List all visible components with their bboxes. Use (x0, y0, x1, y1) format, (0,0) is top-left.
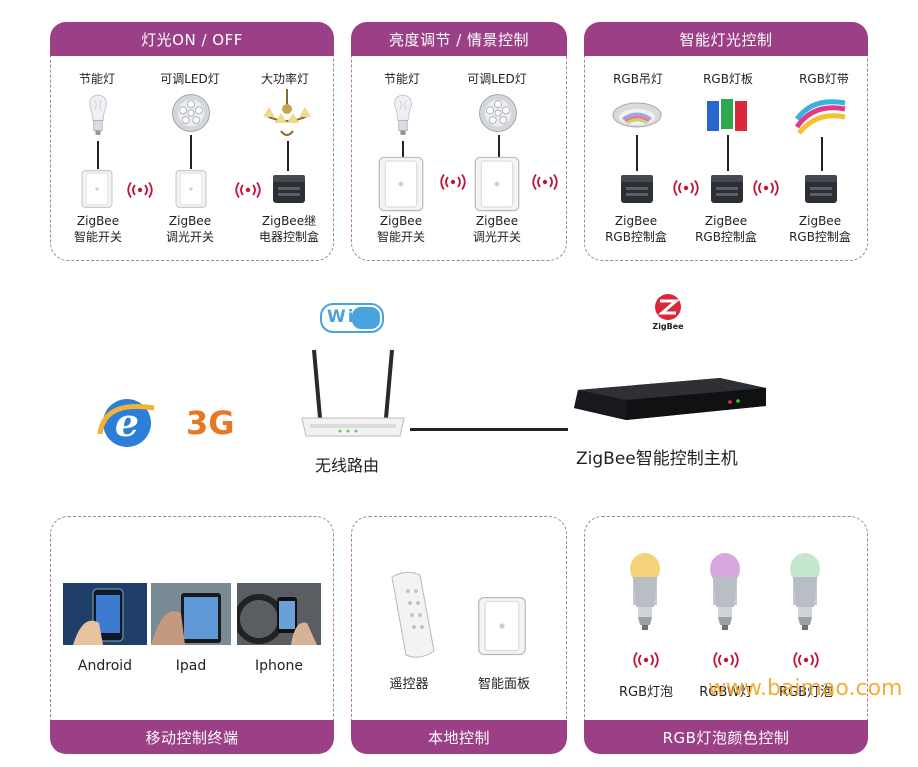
panel-rgb-bulb-color: RGB灯泡颜色控制 RGB灯泡 RGBW灯 RGB灯泡 (584, 516, 868, 754)
energy-saving-bulb-icon (386, 91, 420, 143)
device-label: ZigBee 智能开关 (73, 214, 122, 244)
panel-title: 智能灯光控制 (584, 22, 868, 56)
panel-title: 亮度调节 / 情景控制 (351, 22, 567, 56)
connection-line (410, 428, 568, 431)
wireless-signal-icon (629, 651, 663, 669)
zigbee-dimmer-switch-icon (171, 169, 211, 209)
device-label: ZigBee 调光开关 (165, 214, 214, 244)
rgb-bulb-green-icon (790, 553, 820, 635)
zigbee-control-host-icon (574, 378, 766, 420)
wireless-signal-icon (709, 651, 743, 669)
rgb-led-strip-icon (794, 99, 846, 135)
chandelier-icon (263, 89, 311, 136)
connector-line (190, 135, 192, 169)
connector-line (287, 141, 289, 171)
wireless-signal-icon (749, 179, 783, 197)
zigbee-smart-switch-icon (77, 169, 117, 209)
device-label: Iphone (255, 658, 303, 674)
device-label: ZigBee继 电器控制盒 (258, 214, 319, 244)
connector-line (727, 135, 729, 171)
rgb-bulb-purple-icon (710, 553, 740, 635)
wireless-signal-icon (436, 173, 470, 191)
led-downlight-icon (476, 91, 520, 135)
zigbee-smart-switch-icon (374, 155, 428, 213)
wireless-signal-icon (231, 181, 265, 199)
connector-line (498, 135, 500, 159)
led-downlight-icon (169, 91, 213, 135)
energy-saving-bulb-icon (81, 91, 115, 143)
panel-mobile-terminals: 移动控制终端 Android Ipad Iphone (50, 516, 334, 754)
device-label: ZigBee RGB控制盒 (605, 214, 667, 244)
panel-light-onoff: 灯光ON / OFF 节能灯 可调LED灯 大功率灯 ZigBee 智能开关 Z… (50, 22, 334, 261)
wifi-logo-text: WiFi (326, 307, 378, 327)
item-label: 节能灯 (383, 72, 420, 86)
zigbee-rgb-control-box-icon (617, 169, 657, 209)
ie-browser-icon: e (94, 390, 160, 454)
item-label: 节能灯 (78, 72, 115, 86)
wireless-signal-icon (669, 179, 703, 197)
item-label: 可调LED灯 (467, 72, 527, 86)
device-label: 智能面板 (477, 677, 530, 692)
connector-line (821, 137, 823, 171)
item-label: RGB灯板 (703, 72, 753, 86)
device-label: RGBW灯 (699, 685, 753, 700)
router-label: 无线路由 (315, 456, 380, 475)
item-label: RGB吊灯 (613, 72, 663, 86)
panel-title: 移动控制终端 (50, 720, 334, 754)
device-label: RGB灯泡 (618, 685, 674, 700)
iphone-photo (237, 583, 321, 645)
connector-line (636, 135, 638, 171)
rgb-panel-icon (707, 99, 747, 131)
wireless-signal-icon (789, 651, 823, 669)
device-label: RGB灯泡 (778, 685, 834, 700)
zigbee-logo-text: ZigBee (652, 322, 684, 331)
panel-title: RGB灯泡颜色控制 (584, 720, 868, 754)
wireless-router-icon (301, 349, 405, 437)
device-label: ZigBee 智能开关 (376, 214, 425, 244)
remote-control-icon (391, 571, 435, 658)
item-label: 可调LED灯 (160, 72, 220, 86)
item-label: RGB灯带 (799, 72, 849, 86)
zigbee-rgb-control-box-icon (801, 169, 841, 209)
device-label: 遥控器 (389, 677, 429, 692)
smart-panel-icon (474, 595, 530, 657)
connector-line (402, 141, 404, 159)
host-label: ZigBee智能控制主机 (576, 449, 738, 469)
android-phone-photo (63, 583, 147, 645)
wireless-signal-icon (528, 173, 562, 191)
device-label: ZigBee RGB控制盒 (695, 214, 757, 244)
panel-local-control: 本地控制 遥控器 智能面板 (351, 516, 567, 754)
panel-brightness-scene: 亮度调节 / 情景控制 节能灯 可调LED灯 ZigBee 智能开关 ZigBe… (351, 22, 567, 261)
zigbee-logo: ZigBee (648, 292, 688, 338)
item-label: 大功率灯 (260, 72, 309, 86)
panel-title: 本地控制 (351, 720, 567, 754)
3g-label: 3G (186, 404, 235, 442)
ipad-photo (151, 583, 231, 645)
device-label: Android (77, 658, 133, 674)
watermark: www.baimao.com (708, 676, 903, 701)
panel-smart-lighting: 智能灯光控制 RGB吊灯 RGB灯板 RGB灯带 ZigBee RGB控制盒 Z… (584, 22, 868, 261)
zigbee-dimmer-switch-icon (470, 155, 524, 213)
device-label: ZigBee 调光开关 (472, 214, 521, 244)
device-label: Ipad (175, 658, 207, 674)
wireless-signal-icon (123, 181, 157, 199)
wifi-logo: WiFi (320, 303, 384, 333)
rgb-bulb-yellow-icon (630, 553, 660, 635)
device-label: ZigBee RGB控制盒 (789, 214, 851, 244)
connector-line (97, 141, 99, 169)
zigbee-relay-box-icon (269, 169, 309, 209)
rgb-ceiling-light-icon (612, 102, 662, 128)
zigbee-rgb-control-box-icon (707, 169, 747, 209)
panel-title: 灯光ON / OFF (50, 22, 334, 56)
